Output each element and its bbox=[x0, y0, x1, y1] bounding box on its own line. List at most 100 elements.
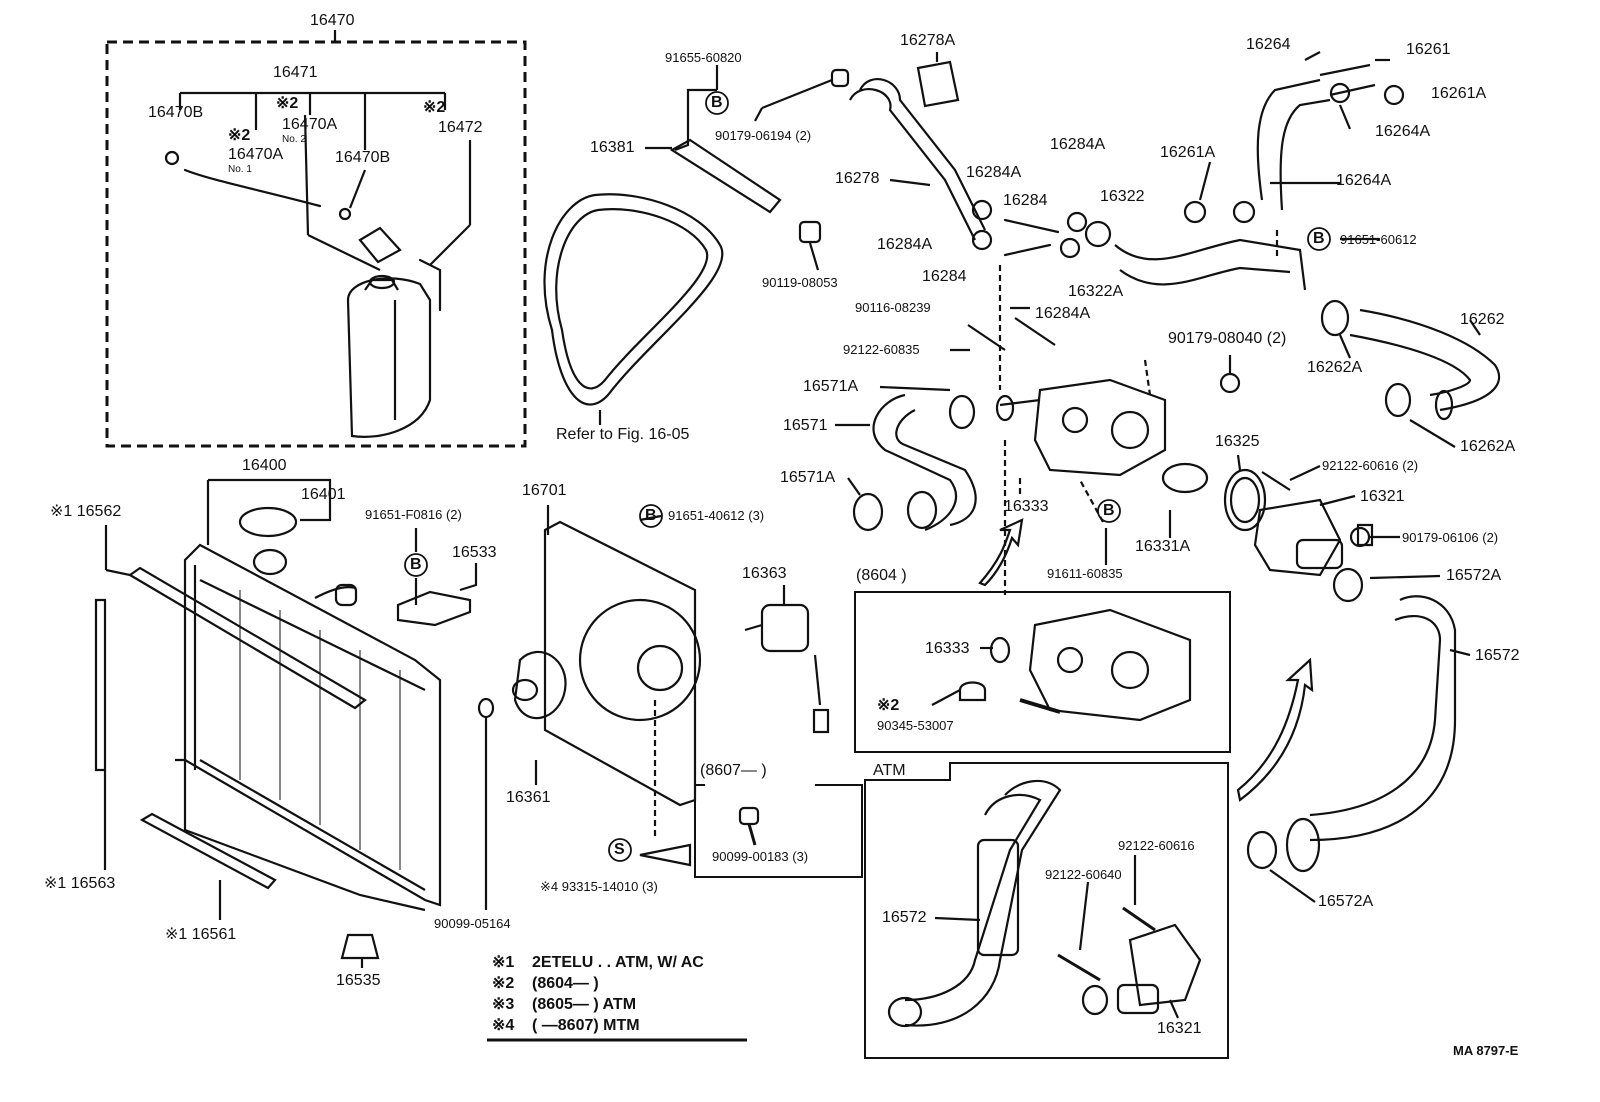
callout-16264: 16264 bbox=[1246, 36, 1291, 53]
inset-8607-bolt-drawing bbox=[738, 806, 760, 846]
callout-16470A-b: 16470A bbox=[228, 146, 284, 163]
reservoir-group-box bbox=[105, 40, 527, 448]
callout-16261: 16261 bbox=[1406, 41, 1451, 58]
inset-atm-inlet-drawing bbox=[1057, 906, 1202, 1016]
marker-b-label-3: B bbox=[645, 507, 657, 524]
refer-note: Refer to Fig. 16-05 bbox=[556, 426, 690, 443]
fan-shroud-drawing bbox=[511, 520, 702, 807]
callout-16284A-c: 16284A bbox=[877, 236, 933, 253]
box-atm-label: ATM bbox=[873, 762, 906, 779]
flow-arrows bbox=[639, 518, 1314, 867]
callout-16562: ※1 16562 bbox=[50, 503, 122, 520]
callout-16572-b: 16572 bbox=[882, 909, 927, 926]
reservoir-leaders bbox=[178, 91, 472, 271]
callout-16571A-a: 16571A bbox=[803, 378, 859, 395]
marker-b-label-1: B bbox=[711, 94, 723, 111]
callout-92122-60616-b: 92122-60616 bbox=[1118, 838, 1195, 853]
circled-marker-b-5 bbox=[1097, 499, 1121, 523]
circled-marker-b-4 bbox=[1307, 227, 1331, 251]
upper-hose-16262-drawing bbox=[1349, 308, 1500, 421]
belt-drawing bbox=[543, 193, 724, 406]
callout-16321-a: 16321 bbox=[1360, 488, 1405, 505]
callout-star2-a: ※2 bbox=[276, 95, 299, 112]
footnote-2: ※2(8604— ) bbox=[492, 975, 599, 992]
callout-16261A-b: 16261A bbox=[1160, 144, 1216, 161]
bypass-hoses-drawing bbox=[1003, 218, 1060, 257]
callout-16401: 16401 bbox=[301, 486, 346, 503]
callout-16471: 16471 bbox=[273, 64, 318, 81]
callout-91651-40612: 91651-40612 (3) bbox=[668, 508, 765, 523]
gasket-16322-drawing bbox=[1084, 220, 1112, 248]
callout-91611-60835: 91611-60835 bbox=[1047, 566, 1123, 581]
callout-16333-a: 16333 bbox=[1004, 498, 1049, 515]
callout-star2-b: ※2 bbox=[423, 99, 446, 116]
thermostat-drawing bbox=[1161, 462, 1267, 532]
callout-92122-60835: 92122-60835 bbox=[843, 342, 920, 357]
callout-16470B-b: 16470B bbox=[335, 149, 391, 166]
heater-hoses-drawing bbox=[1256, 63, 1376, 211]
diagram-code: MA 8797-E bbox=[1453, 1043, 1519, 1058]
inset-atm-hose-drawing bbox=[887, 779, 1062, 1028]
lower-hose-16571-drawing bbox=[872, 393, 977, 532]
callout-16262A-b: 16262A bbox=[1460, 438, 1516, 455]
callout-90099-00183: 90099-00183 (3) bbox=[712, 849, 809, 864]
callout-16470B-a: 16470B bbox=[148, 104, 204, 121]
callout-16278A: 16278A bbox=[900, 32, 956, 49]
reservoir-hose-drawing bbox=[183, 168, 442, 312]
circled-marker-b-3 bbox=[639, 504, 663, 528]
callout-16262A-a: 16262A bbox=[1307, 359, 1363, 376]
water-outlet-housing-drawing bbox=[995, 378, 1167, 477]
marker-s-label: S bbox=[614, 841, 625, 858]
callout-90119-08053: 90119-08053 bbox=[762, 275, 838, 290]
circled-marker-s bbox=[608, 838, 632, 862]
callout-16261A-a: 16261A bbox=[1431, 85, 1487, 102]
radiator-seal-drawings bbox=[94, 566, 495, 960]
callout-star2-inset: ※2 bbox=[877, 697, 900, 714]
callout-16331A: 16331A bbox=[1135, 538, 1191, 555]
callout-16284-a: 16284 bbox=[1003, 192, 1048, 209]
callout-16472: 16472 bbox=[438, 119, 483, 136]
callout-16284-b: 16284 bbox=[922, 268, 967, 285]
callout-90345-53007: 90345-53007 bbox=[877, 718, 954, 733]
callout-16563: ※1 16563 bbox=[44, 875, 116, 892]
callout-92122-60616-a: 92122-60616 (2) bbox=[1322, 458, 1419, 473]
callout-16571: 16571 bbox=[783, 417, 828, 434]
marker-b-label-4: B bbox=[1313, 230, 1325, 247]
callout-90179-08040: 90179-08040 (2) bbox=[1168, 330, 1287, 347]
callout-16572A-a: 16572A bbox=[1446, 567, 1502, 584]
circled-marker-b-1 bbox=[705, 91, 729, 115]
callout-16264A-b: 16264A bbox=[1336, 172, 1392, 189]
reservoir-clamp-small bbox=[164, 150, 352, 221]
callout-16535: 16535 bbox=[336, 972, 381, 989]
callout-90179-06106: 90179-06106 (2) bbox=[1402, 530, 1499, 545]
water-pipe-drawing bbox=[849, 60, 986, 241]
callout-90179-06194: 90179-06194 (2) bbox=[715, 128, 812, 143]
bracket-drawing bbox=[669, 68, 850, 244]
callout-16284A-a: 16284A bbox=[966, 164, 1022, 181]
callout-91651-60612: 91651-60612 bbox=[1340, 232, 1417, 247]
callout-16363: 16363 bbox=[742, 565, 787, 582]
fan-motor-drawing bbox=[744, 603, 830, 734]
inset-8604-housing-drawing bbox=[958, 608, 1192, 722]
radiator-drawing bbox=[175, 506, 442, 912]
callout-91651-f0816: 91651-F0816 (2) bbox=[365, 507, 462, 522]
callout-16321-b: 16321 bbox=[1157, 1020, 1202, 1037]
callout-16572A-b: 16572A bbox=[1318, 893, 1374, 910]
hose-clamps-drawing bbox=[852, 82, 1412, 870]
callout-16470A-a: 16470A bbox=[282, 116, 338, 133]
box-8607-label: (8607— ) bbox=[700, 762, 767, 779]
callout-16381: 16381 bbox=[590, 139, 635, 156]
inset-box-8604 bbox=[854, 591, 1231, 753]
box-8604-label: (8604 ) bbox=[856, 567, 907, 584]
circled-marker-b-2 bbox=[404, 553, 428, 577]
callout-no2: No. 2 bbox=[282, 134, 306, 145]
callout-16333-b: 16333 bbox=[925, 640, 970, 657]
marker-b-label-2: B bbox=[410, 556, 422, 573]
callout-16361: 16361 bbox=[506, 789, 551, 806]
footnote-3: ※3(8605— ) ATM bbox=[492, 996, 637, 1013]
callout-16284A-b: 16284A bbox=[1050, 136, 1106, 153]
callout-90099-05164: 90099-05164 bbox=[434, 916, 511, 931]
callout-star2-c: ※2 bbox=[228, 127, 251, 144]
callout-16470: 16470 bbox=[310, 12, 355, 29]
